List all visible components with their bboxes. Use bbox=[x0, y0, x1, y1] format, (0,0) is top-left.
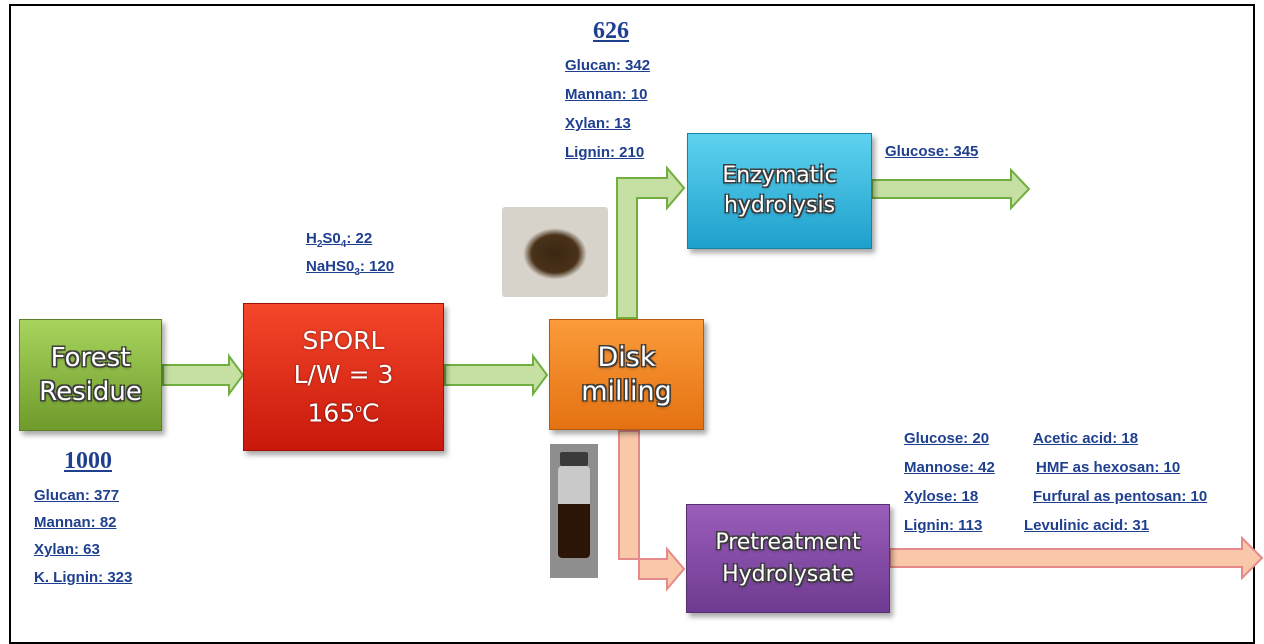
sporl-box-line2: L/W = 3 bbox=[293, 359, 394, 389]
hydrolysate-vial-photo bbox=[550, 444, 598, 578]
arrow-pretreatment-output bbox=[889, 535, 1264, 581]
enzymatic-box-line1: Enzymatic bbox=[722, 163, 837, 188]
feed-item: Mannan: 82 bbox=[34, 514, 117, 531]
pretreatment-box-line1: Pretreatment bbox=[715, 529, 861, 555]
forest-box-line1: Forest bbox=[50, 343, 131, 373]
h2so4-text: H bbox=[306, 230, 317, 247]
sporl-box-line3: 165oC bbox=[308, 392, 380, 430]
hydrolysate-item: Levulinic acid: 31 bbox=[1024, 517, 1150, 534]
sporl-temp-value: 165 bbox=[307, 398, 356, 428]
pretreatment-hydrolysate-box: Pretreatment Hydrolysate bbox=[686, 504, 890, 613]
nahso3-sub: 3 bbox=[354, 267, 360, 278]
enzymatic-output-label: Glucose: 345 bbox=[885, 143, 979, 160]
arrow-enzymatic-output bbox=[871, 167, 1031, 211]
enzymatic-box-line2: hydrolysis bbox=[723, 193, 836, 218]
solids-item: Lignin: 210 bbox=[565, 144, 645, 161]
enzymatic-hydrolysis-box: Enzymatic hydrolysis bbox=[687, 133, 872, 249]
arrow-disk-to-enzymatic bbox=[616, 165, 686, 319]
solids-item: Xylan: 13 bbox=[565, 115, 631, 132]
h2so4-sub2: 4 bbox=[340, 239, 347, 250]
solids-item: Mannan: 10 bbox=[565, 86, 648, 103]
hydrolysate-item: Furfural as pentosan: 10 bbox=[1033, 488, 1208, 505]
sporl-temp-unit: C bbox=[361, 398, 380, 428]
nahso3-text: NaHS0 bbox=[306, 258, 355, 275]
disk-milling-box: Disk milling bbox=[549, 319, 704, 430]
hydrolysate-item: HMF as hexosan: 10 bbox=[1036, 459, 1181, 476]
chemical-nahso3: NaHS03: 120 bbox=[306, 258, 394, 278]
hydrolysate-item: Xylose: 18 bbox=[904, 488, 979, 505]
pulp-photo bbox=[502, 207, 608, 297]
arrow-disk-to-pretreatment bbox=[618, 430, 686, 592]
sporl-box-line1: SPORL bbox=[302, 325, 385, 355]
arrow-forest-to-sporl bbox=[162, 352, 245, 398]
feed-item: Glucan: 377 bbox=[34, 487, 120, 504]
feed-item: Xylan: 63 bbox=[34, 541, 100, 558]
sporl-box: SPORL L/W = 3 165oC bbox=[243, 303, 444, 451]
disk-box-line2: milling bbox=[581, 375, 672, 407]
hydrolysate-item: Glucose: 20 bbox=[904, 430, 990, 447]
forest-residue-box: Forest Residue bbox=[19, 319, 162, 431]
hydrolysate-item: Acetic acid: 18 bbox=[1033, 430, 1139, 447]
vial-liquid bbox=[558, 504, 590, 558]
chemical-h2so4: H2S04: 22 bbox=[306, 230, 372, 250]
arrow-sporl-to-disk bbox=[444, 352, 549, 398]
feed-item: K. Lignin: 323 bbox=[34, 569, 133, 586]
sporl-temp-degree: o bbox=[355, 401, 362, 415]
nahso3-value: : 120 bbox=[359, 258, 395, 275]
pretreatment-box-line2: Hydrolysate bbox=[722, 561, 854, 587]
solids-item: Glucan: 342 bbox=[565, 57, 651, 74]
h2so4-text-mid: S0 bbox=[322, 230, 341, 247]
feed-total: 1000 bbox=[64, 448, 112, 474]
hydrolysate-item: Lignin: 113 bbox=[904, 517, 983, 534]
flow-arrows bbox=[162, 165, 1264, 592]
hydrolysate-item: Mannose: 42 bbox=[904, 459, 995, 476]
h2so4-sub1: 2 bbox=[316, 239, 323, 250]
forest-box-line2: Residue bbox=[39, 377, 142, 407]
process-diagram: Forest Residue SPORL L/W = 3 165oC Disk … bbox=[9, 4, 1264, 644]
vial-cap bbox=[560, 452, 588, 466]
disk-box-line1: Disk bbox=[597, 341, 656, 373]
h2so4-value: : 22 bbox=[346, 230, 373, 247]
solids-total: 626 bbox=[593, 18, 629, 44]
